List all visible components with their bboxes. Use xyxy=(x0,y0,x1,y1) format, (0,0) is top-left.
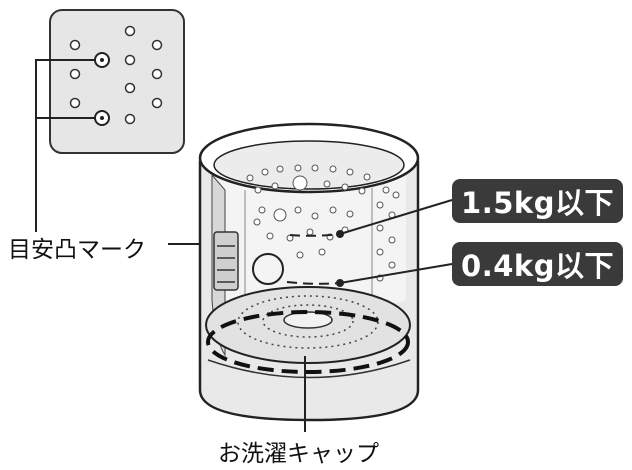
level-high-label: 1.5kg以下 xyxy=(461,186,614,220)
level-low-label: 0.4kg以下 xyxy=(461,249,614,283)
mark-label: 目安凸マーク xyxy=(8,237,146,263)
level-high-badge: 1.5kg以下 xyxy=(452,179,623,223)
level-low-badge: 0.4kg以下 xyxy=(452,242,623,286)
washing-drum-illustration xyxy=(198,122,420,422)
cap-label: お洗濯キャップ xyxy=(218,441,379,467)
drum-hole-inset xyxy=(49,9,185,154)
level-leader-lines xyxy=(304,199,453,432)
